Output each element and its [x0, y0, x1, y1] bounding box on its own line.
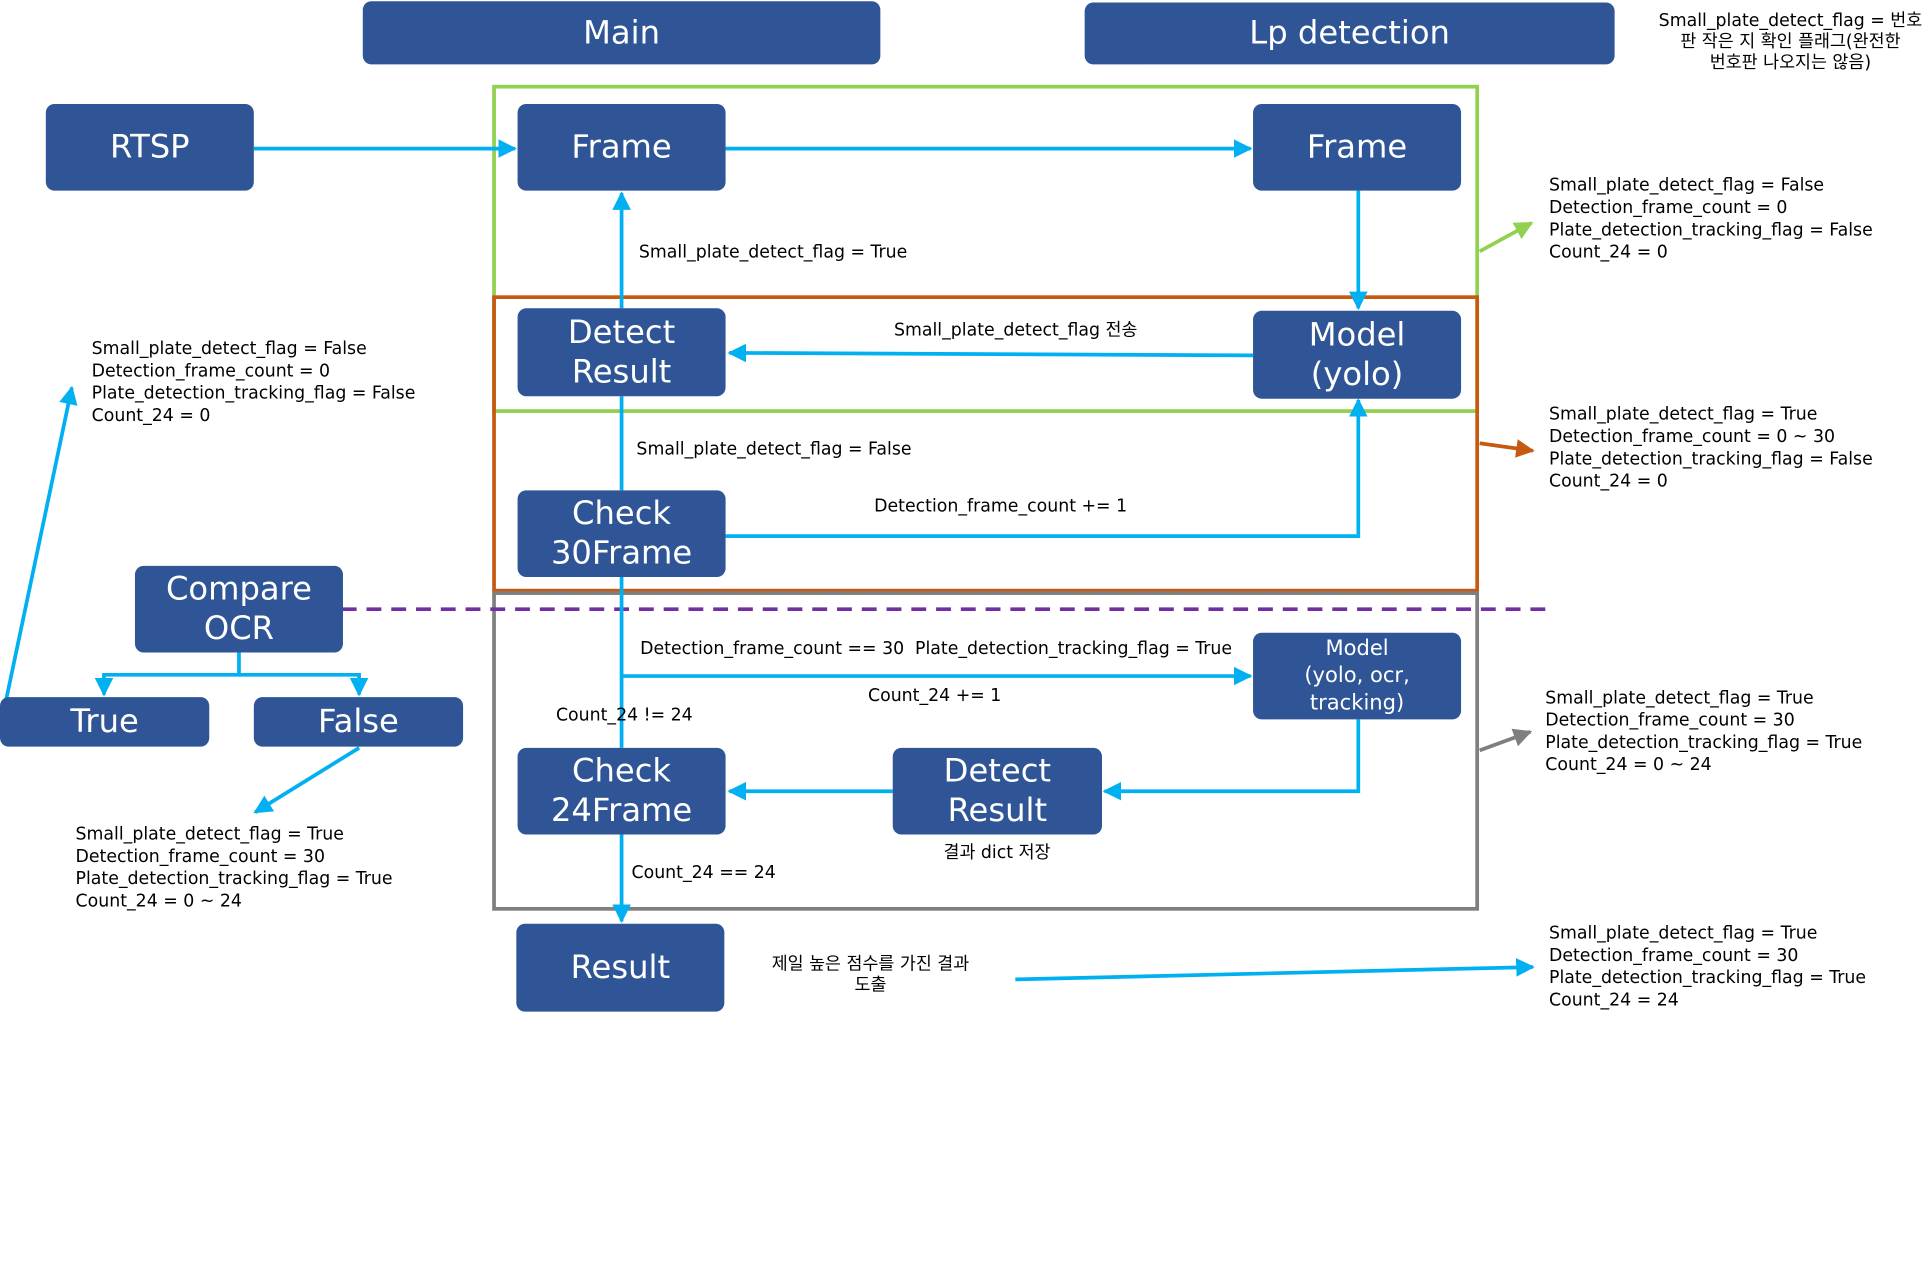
state-note-gray: Small_plate_detect_flag = True Detection… [1545, 688, 1863, 776]
label-tracking-flag-true: Plate_detection_tracking_flag = True [915, 638, 1233, 659]
compare-ocr-box: Compare OCR [134, 565, 343, 653]
label-small-flag-false: Small_plate_detect_flag = False [636, 439, 912, 460]
label-best-score-result: 제일 높은 점수를 가진 결과 도출 [771, 954, 970, 996]
lp-detection-header: Lp detection [1084, 2, 1615, 65]
green-pointer-arrow [1478, 221, 1534, 253]
arrow-false-to-state [253, 746, 361, 814]
model-yolo-box: Model (yolo) [1253, 310, 1462, 399]
label-detection-count-increment: Detection_frame_count += 1 [874, 496, 1128, 517]
detect-result-2-box: Detect Result [892, 747, 1102, 835]
label-detection-count-equals-30: Detection_frame_count == 30 [640, 638, 905, 659]
arrow-compare-to-true [94, 652, 241, 697]
orange-group-frame [492, 295, 1480, 593]
state-note-false: Small_plate_detect_flag = True Detection… [75, 824, 393, 912]
check-30frame-box: Check 30Frame [517, 490, 726, 578]
label-result-dict-save: 결과 dict 저장 [943, 843, 1051, 864]
label-small-flag-true: Small_plate_detect_flag = True [638, 242, 908, 263]
connector-layer [4, 84, 1554, 982]
arrow-check30-to-model [725, 398, 1368, 538]
check-24frame-box: Check 24Frame [517, 747, 726, 835]
arrow-model-to-detect [727, 343, 1254, 363]
result-box: Result [516, 923, 725, 1012]
detect-result-box: Detect Result [517, 308, 726, 397]
green-group-frame [492, 84, 1480, 413]
arrow-model-full-to-detect2 [1102, 719, 1361, 801]
state-note-true: Small_plate_detect_flag = False Detectio… [91, 339, 416, 426]
arrow-compare-to-false [238, 672, 369, 697]
label-count24-equal: Count_24 == 24 [631, 863, 776, 883]
model-yolo-ocr-tracking-box: Model (yolo, ocr, tracking) [1253, 632, 1462, 720]
false-box: False [253, 697, 464, 747]
rtsp-box: RTSP [45, 104, 254, 191]
label-count24-not-equal: Count_24 != 24 [555, 705, 693, 726]
state-note-result: Small_plate_detect_flag = True Detection… [1548, 923, 1867, 1011]
true-box: True [0, 697, 210, 747]
small-plate-flag-note: Small_plate_detect_flag = 번호 판 작은 지 확인 플… [1658, 11, 1923, 74]
main-header: Main [362, 1, 881, 65]
frame-main-box: Frame [517, 104, 726, 191]
label-small-flag-send: Small_plate_detect_flag 전송 [893, 320, 1138, 341]
gray-pointer-arrow [1479, 728, 1533, 753]
label-count24-increment: Count_24 += 1 [867, 685, 1002, 706]
arrow-result-to-state [1015, 958, 1535, 982]
orange-pointer-arrow [1479, 439, 1535, 458]
arrow-true-to-state [4, 385, 78, 700]
state-note-orange: Small_plate_detect_flag = True Detection… [1548, 404, 1873, 492]
state-note-green: Small_plate_detect_flag = False Detectio… [1548, 175, 1873, 263]
frame-lp-box: Frame [1253, 104, 1462, 191]
gray-group-frame [492, 591, 1480, 911]
